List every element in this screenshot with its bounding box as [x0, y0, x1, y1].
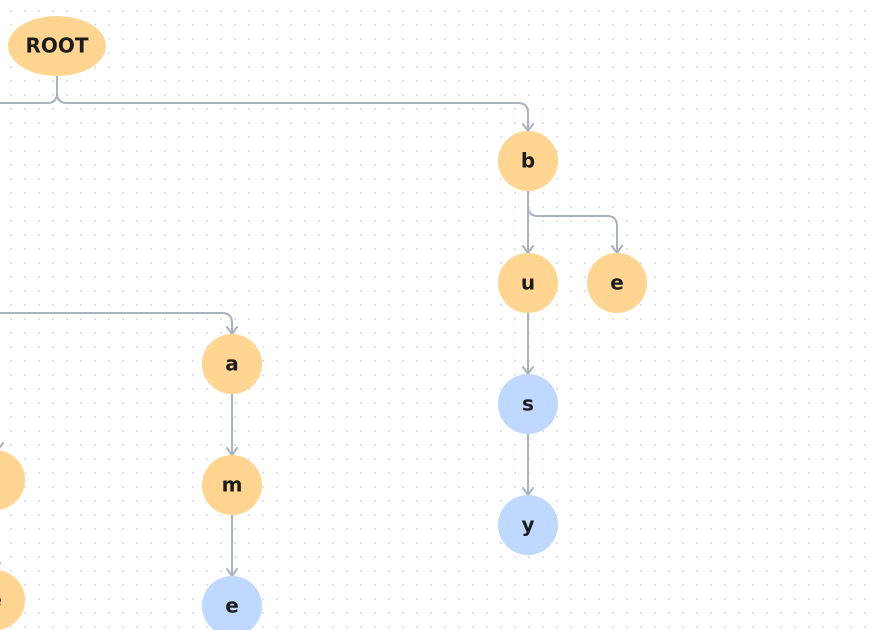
terminal-node-shape [202, 576, 262, 630]
edge-b-be [527, 190, 623, 254]
edges-layer [0, 75, 623, 577]
nodes-layer: ROOT b u e s y a m e z e [0, 16, 647, 630]
trie-node-bu[interactable]: u [498, 253, 558, 313]
edge-bus-busy [522, 433, 534, 496]
edge-line [0, 75, 58, 104]
trie-node-bus[interactable]: s [498, 374, 558, 434]
trie-node-label: m [222, 473, 243, 497]
edge-arrowhead [0, 442, 4, 449]
edge-offscreen-to-a [0, 312, 238, 335]
trie-node-label: e [225, 594, 239, 618]
trie-node-a[interactable]: a [202, 334, 262, 394]
trie-node-label: e [610, 271, 624, 295]
prefix-node-shape [587, 253, 647, 313]
prefix-node-shape [0, 450, 25, 510]
trie-node-label: a [225, 352, 239, 376]
trie-node-ze[interactable]: e [0, 570, 25, 630]
trie-node-be[interactable]: e [587, 253, 647, 313]
trie-node-am[interactable]: m [202, 455, 262, 515]
trie-node-busy[interactable]: y [498, 495, 558, 555]
prefix-node-shape [202, 334, 262, 394]
trie-node-label: b [521, 149, 535, 173]
trie-node-root[interactable]: ROOT [8, 16, 106, 76]
prefix-node-shape [0, 570, 25, 630]
edge-line [527, 190, 618, 254]
edge-line [0, 312, 233, 335]
trie-node-label: u [521, 271, 535, 295]
prefix-node-shape [498, 253, 558, 313]
edge-root-b [56, 75, 534, 132]
trie-node-b[interactable]: b [498, 131, 558, 191]
terminal-node-shape [498, 374, 558, 434]
prefix-node-shape [202, 455, 262, 515]
trie-node-label: ROOT [25, 34, 88, 58]
trie-node-z[interactable]: z [0, 450, 25, 510]
edge-offscreen-to-z [0, 442, 4, 449]
root-node-shape [8, 16, 106, 76]
edge-line [56, 75, 529, 132]
edge-root-offscreen-left [0, 75, 58, 104]
trie-node-ame[interactable]: e [202, 576, 262, 630]
edge-bu-bus [522, 312, 534, 375]
edge-a-am [226, 393, 238, 456]
trie-node-label: e [0, 588, 2, 612]
trie-node-label: y [521, 513, 534, 537]
edge-am-ame [226, 514, 238, 577]
trie-node-label: s [522, 392, 534, 416]
terminal-node-shape [498, 495, 558, 555]
prefix-node-shape [498, 131, 558, 191]
trie-node-label: z [0, 468, 1, 492]
